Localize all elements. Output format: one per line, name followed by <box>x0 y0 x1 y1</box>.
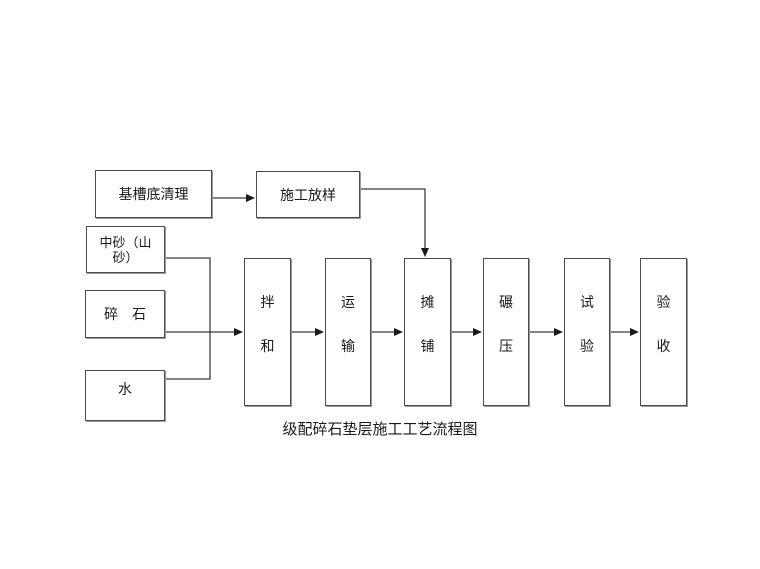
box-construction-layout: 施工放样 <box>256 171 360 218</box>
connector-testing-to-acceptance <box>610 328 639 336</box>
arrowhead-icon <box>630 328 639 336</box>
box-crushed-stone-label: 碎 石 <box>104 306 146 322</box>
diagram-caption: 级配碎石垫层施工工艺流程图 <box>282 421 478 438</box>
arrowhead-icon <box>421 248 429 257</box>
box-step-paving-text: 摊铺 <box>420 294 435 354</box>
box-base-trench-cleaning-label: 基槽底清理 <box>118 186 189 202</box>
arrowhead-icon <box>234 328 243 336</box>
arrowhead-icon <box>554 328 563 336</box>
arrowhead-icon <box>394 328 403 336</box>
box-step-rolling: 碾压 <box>483 258 529 406</box>
connector-rolling-to-testing <box>529 328 563 336</box>
box-medium-sand: 中砂（山砂） <box>86 226 165 273</box>
connector-transport-to-paving <box>371 328 403 336</box>
box-step-testing-label: 试验 <box>565 259 609 405</box>
box-medium-sand-label: 中砂（山砂） <box>99 234 152 265</box>
box-step-acceptance-label: 验收 <box>641 259 686 405</box>
box-water: 水 <box>85 370 165 421</box>
box-step-paving: 摊铺 <box>404 258 451 406</box>
arrowhead-icon <box>473 328 482 336</box>
box-step-rolling-text: 碾压 <box>499 294 513 354</box>
box-step-paving-label: 摊铺 <box>405 259 450 405</box>
box-crushed-stone: 碎 石 <box>85 290 165 338</box>
connector-paving-to-rolling <box>451 328 482 336</box>
connector-layout-to-paving <box>360 188 429 257</box>
box-water-label: 水 <box>118 381 132 397</box>
box-step-rolling-label: 碾压 <box>484 259 528 405</box>
connector-cleaning-to-layout <box>212 194 255 202</box>
connector-water-to-collector <box>164 332 211 380</box>
box-step-testing-text: 试验 <box>580 294 594 354</box>
box-base-trench-cleaning: 基槽底清理 <box>95 170 212 218</box>
box-step-acceptance-text: 验收 <box>656 294 671 354</box>
box-step-testing: 试验 <box>564 258 610 406</box>
box-step-mixing-text: 拌和 <box>260 294 275 354</box>
arrowhead-icon <box>246 194 255 202</box>
box-step-transport: 运输 <box>325 258 371 406</box>
connector-mixing-to-transport <box>291 328 324 336</box>
box-step-mixing: 拌和 <box>244 258 291 406</box>
box-step-transport-text: 运输 <box>341 294 355 354</box>
arrowhead-icon <box>315 328 324 336</box>
box-step-transport-label: 运输 <box>326 259 370 405</box>
box-step-acceptance: 验收 <box>640 258 687 406</box>
connector-materials-to-mixing <box>165 328 243 336</box>
box-construction-layout-label: 施工放样 <box>280 186 336 203</box>
box-step-mixing-label: 拌和 <box>245 259 290 405</box>
connector-sand-to-collector <box>165 257 211 332</box>
